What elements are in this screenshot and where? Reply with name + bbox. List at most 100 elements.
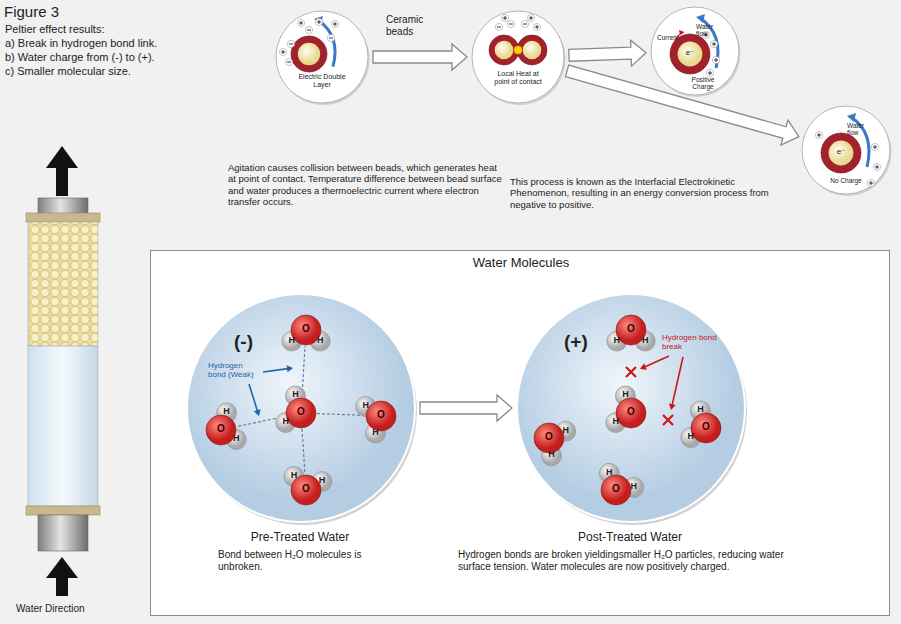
- water-flow-head: [314, 16, 323, 25]
- charge-stroke: [819, 133, 820, 137]
- charge-symbol: [287, 40, 294, 47]
- bead-core: [298, 43, 320, 65]
- charge-stroke: [497, 27, 501, 28]
- water-flow-head: [696, 14, 705, 23]
- oxygen-atom: [616, 398, 646, 428]
- charge-symbol: [527, 14, 534, 21]
- process-arrow: [569, 40, 646, 66]
- panel-heading: Water Molecules: [151, 256, 891, 271]
- leader-arrowhead: [254, 409, 261, 416]
- circle-label: Hydrogen bond (Weak): [208, 361, 262, 379]
- charge-symbol: [507, 20, 514, 27]
- result-note: Peltier effect results:: [5, 23, 235, 36]
- charge-stroke: [710, 71, 711, 75]
- oxygen-atom: [366, 401, 396, 431]
- charge-sign: (-): [234, 331, 268, 353]
- note-text: Agitation causes collision between beads…: [228, 162, 506, 208]
- circle-label: Electric Double Layer: [295, 73, 349, 89]
- charge-stroke: [877, 165, 878, 169]
- leader-arrow: [249, 384, 258, 411]
- leader-arrow: [263, 369, 288, 372]
- oxygen-atom: [206, 415, 236, 445]
- atom-symbol: H: [617, 390, 633, 399]
- circle-label: Current: [657, 34, 687, 41]
- circle-label: Water flow: [847, 122, 877, 137]
- process-arrow: [373, 44, 467, 70]
- result-note: c) Smaller molecular size.: [5, 65, 235, 78]
- bead-core: [678, 42, 703, 67]
- charge-stroke: [523, 24, 527, 25]
- note-text: Post-Treated Water: [530, 530, 730, 544]
- atom-symbol: H: [284, 336, 300, 345]
- atom-symbol: H: [637, 336, 653, 345]
- charge-symbol: [873, 163, 880, 170]
- top-cap: [38, 198, 88, 214]
- top-ring: [26, 213, 100, 222]
- charge-stroke: [875, 145, 876, 149]
- panel-ground: [150, 250, 890, 616]
- current-arrowhead: [679, 30, 684, 35]
- leader-arrow: [645, 356, 669, 367]
- atom-symbol: H: [287, 390, 303, 399]
- charge-symbol: [871, 143, 878, 150]
- charge-symbol: [533, 23, 540, 30]
- circle-ground: [472, 11, 564, 103]
- ceramic-bead-bed: [28, 222, 98, 346]
- circle-illustration: [275, 10, 369, 104]
- charge-stroke: [714, 42, 715, 46]
- bottom-ring: [26, 506, 100, 515]
- charge-symbol: [279, 48, 286, 55]
- charge-symbol: [305, 26, 312, 33]
- charge-symbol: [327, 34, 334, 41]
- charge-stroke: [716, 58, 717, 62]
- charge-symbol: [815, 131, 822, 138]
- illustration-circle: Water flowe⁻No Charge: [801, 105, 891, 195]
- atom-symbol: H: [278, 417, 294, 426]
- circle-label: e⁻: [682, 48, 698, 57]
- charge-stroke: [531, 16, 532, 20]
- charge-symbol: [297, 19, 304, 26]
- charge-stroke: [287, 62, 291, 63]
- atom-symbol: H: [358, 401, 374, 410]
- circle-illustration: [471, 10, 565, 104]
- leader-arrow: [672, 357, 683, 405]
- bead-shell: [291, 36, 327, 72]
- water-chamber: [28, 346, 98, 506]
- bead-core: [495, 41, 514, 60]
- atom-symbol: O: [541, 432, 557, 442]
- illustration-circle: Water flowCurrente⁻Positive Charge: [650, 6, 740, 96]
- atom-symbol: H: [601, 468, 617, 477]
- atom-symbol: O: [298, 324, 314, 334]
- figure-title: Figure 3: [4, 3, 59, 20]
- circle-label: e⁻: [833, 147, 849, 156]
- atom-symbol: H: [219, 407, 235, 416]
- result-note: b) Water charge from (-) to (+).: [5, 51, 235, 64]
- charge-stroke: [289, 44, 293, 45]
- charge-symbol: [331, 20, 338, 27]
- illustration-circle: Electric Double Layer: [275, 10, 369, 104]
- oxygen-atom: [616, 315, 646, 345]
- circle-ground: [802, 106, 890, 194]
- result-note: a) Break in hydrogen bond link.: [5, 37, 235, 50]
- illustration-circle: Local Heat at point of contact: [471, 10, 565, 104]
- atom-symbol: O: [293, 407, 309, 417]
- flow-arrow: [46, 146, 78, 196]
- bond-break-mark: [663, 415, 673, 425]
- bottom-cap: [38, 515, 88, 551]
- circle-label: Water flow: [696, 23, 726, 38]
- note-text: This process is known as the Interfacial…: [510, 176, 778, 210]
- oxygen-atom: [534, 423, 564, 453]
- charge-symbol: [521, 20, 528, 27]
- atom-symbol: H: [626, 482, 642, 491]
- note-text: Bond between H₂O molecules is unbroken.: [218, 549, 382, 573]
- note-text: Pre-Treated Water: [200, 530, 400, 544]
- note-text: Ceramic beads: [386, 14, 442, 38]
- water-circle: [517, 294, 745, 522]
- charge-symbol: [285, 58, 292, 65]
- bead-shell: [821, 133, 861, 173]
- charge-symbol: [706, 69, 713, 76]
- charge-stroke: [301, 21, 302, 25]
- oxygen-atom: [291, 315, 321, 345]
- circle-ground: [651, 7, 739, 95]
